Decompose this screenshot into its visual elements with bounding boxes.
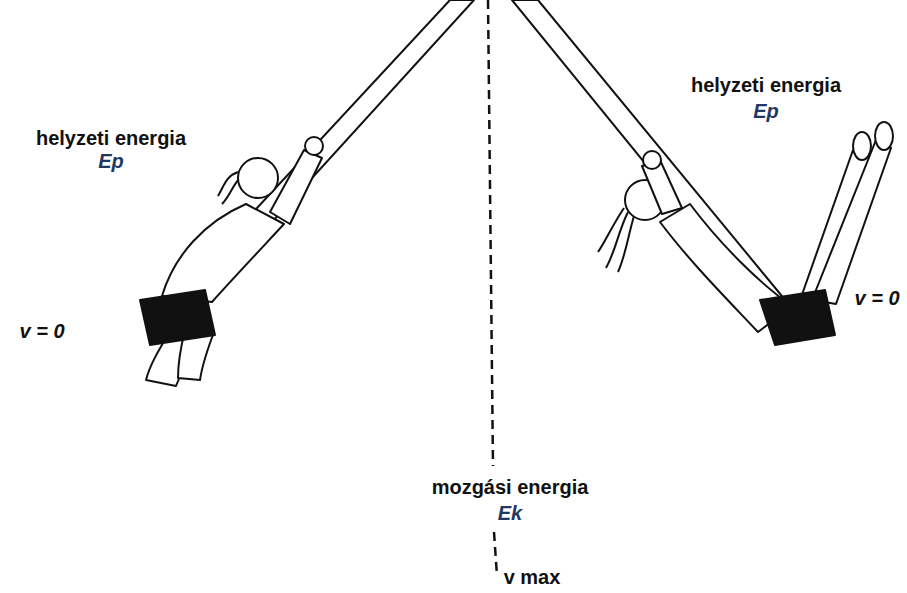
swing-seat	[140, 290, 215, 345]
energy-symbol: Ep	[751, 100, 781, 122]
girl-ponytail	[598, 208, 634, 272]
energy-label: helyzeti energia	[34, 127, 188, 149]
swing-seat	[760, 290, 835, 345]
girl-arm	[270, 150, 322, 224]
girl-body	[162, 204, 284, 302]
energy-symbol: Ek	[496, 502, 524, 524]
energy-symbol: Ep	[96, 150, 126, 172]
girl-hand	[305, 137, 323, 155]
energy-label: mozgási energia	[430, 476, 591, 498]
girl-head	[238, 158, 278, 198]
energy-label: helyzeti energia	[689, 74, 843, 96]
swing-rope	[512, 0, 800, 324]
speed-label: v = 0	[17, 320, 66, 342]
center-line	[494, 532, 497, 576]
girl-hand	[643, 151, 661, 169]
center-line	[488, 0, 493, 466]
girl-shoe	[853, 132, 871, 160]
speed-label: v = 0	[852, 287, 901, 309]
girl-shoe	[875, 122, 893, 150]
girl-leg	[812, 140, 891, 304]
speed-label: v max	[502, 566, 563, 588]
girl-ponytail	[218, 172, 240, 204]
